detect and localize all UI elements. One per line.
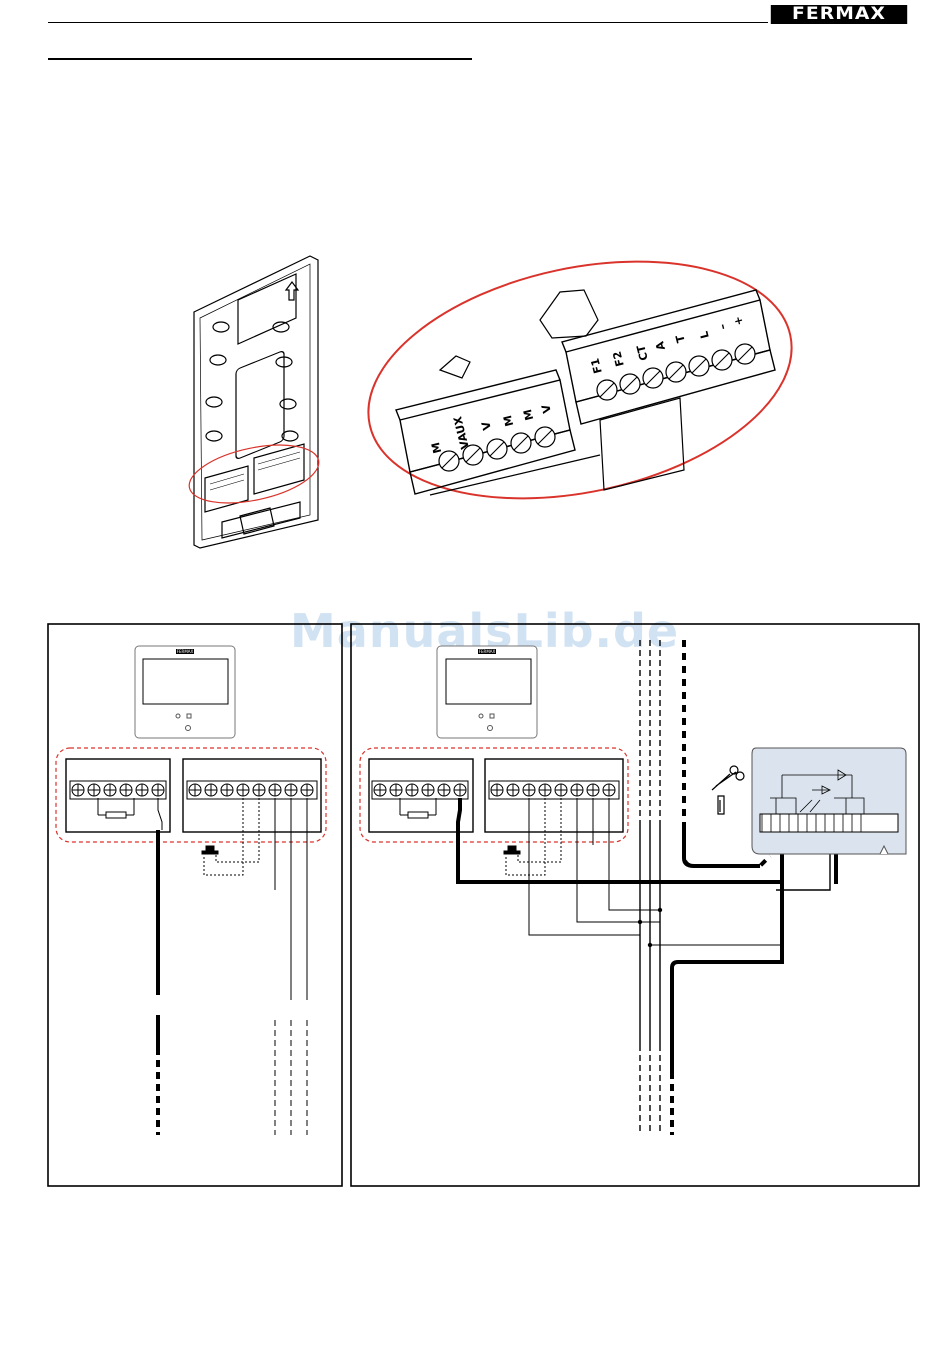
zoom-right-label-2: CT — [634, 343, 651, 362]
zoom-left-label-4: M — [521, 408, 536, 422]
zoom-left-label-2: V — [479, 420, 494, 432]
pushbutton-right — [504, 846, 520, 854]
left-block-a — [66, 759, 170, 832]
wiring-diagrams: FERMAX FERMAX — [0, 600, 950, 1200]
right-diagram-frame — [351, 624, 919, 1186]
pushbutton-left — [202, 846, 218, 854]
bracket-illustration: M VAUX V M M V F1 F2 CT A T L – + — [0, 0, 950, 600]
monitor-left — [135, 646, 235, 738]
zoom-left-label-0: M — [429, 441, 444, 455]
left-block-b — [183, 759, 321, 832]
zoom-right-label-3: A — [653, 340, 668, 352]
zoom-right-label-0: F1 — [588, 357, 604, 375]
magnified-terminals — [346, 226, 813, 535]
zoom-right-label-1: F2 — [610, 350, 626, 368]
zoom-left-label-5: V — [539, 403, 554, 415]
zoom-right-label-6: – — [716, 323, 730, 331]
monitor-left-brand: FERMAX — [177, 649, 194, 654]
zoom-highlight-ellipse — [346, 226, 813, 535]
right-block-b — [485, 759, 623, 832]
zoom-left-label-3: M — [501, 414, 516, 428]
zoom-left-label-1: VAUX — [451, 415, 472, 451]
scissors-icon — [712, 766, 744, 814]
zoom-right-label-5: L — [697, 330, 711, 340]
distributor-module — [752, 748, 906, 854]
zoom-right-label-7: + — [731, 315, 746, 327]
monitor-right-brand: FERMAX — [479, 649, 496, 654]
wall-bracket — [194, 256, 318, 548]
zoom-right-label-4: T — [673, 333, 688, 344]
monitor-right — [437, 646, 537, 738]
